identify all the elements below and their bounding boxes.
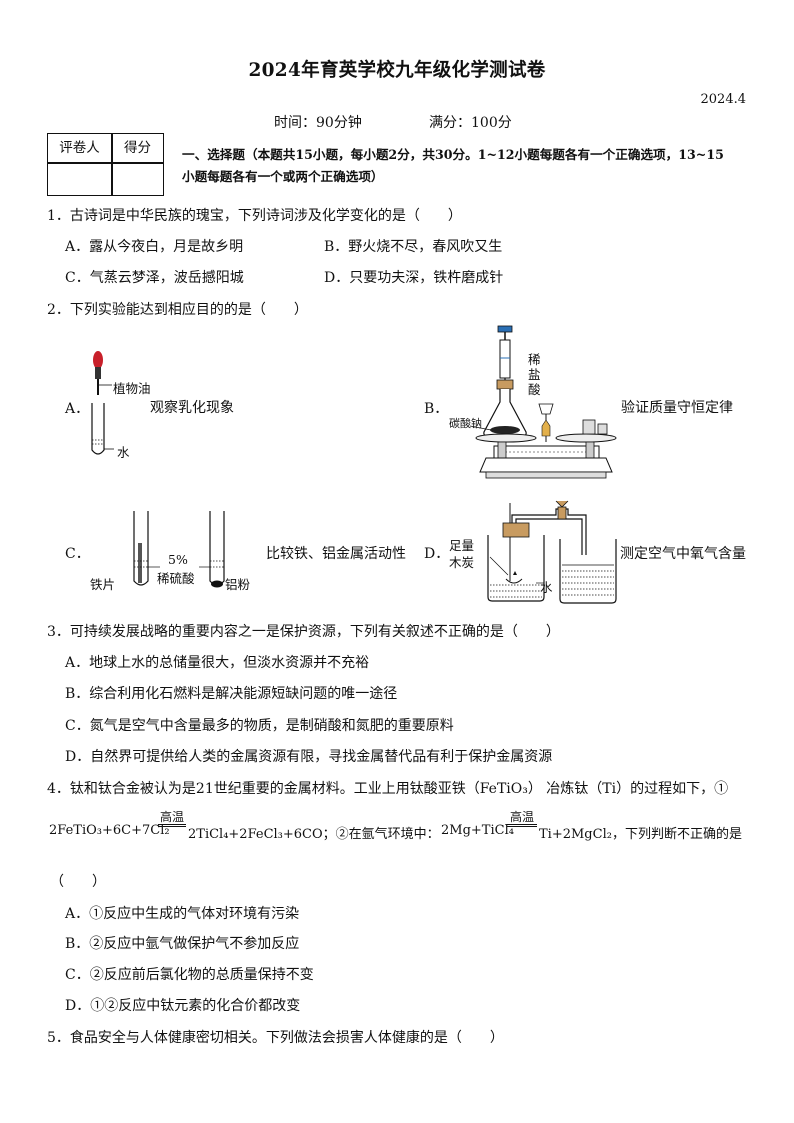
label-dilute-hcl: 稀 盐 酸: [528, 352, 541, 397]
section-heading-line1: 一、选择题（本题共15小题，每小题2分，共30分。1~12小题每题各有一个正确选…: [182, 147, 724, 162]
label-sufficient: 足量: [449, 538, 475, 553]
metal-activity-test-tubes-diagram: [133, 511, 225, 588]
exam-time: 时间：90分钟: [274, 115, 362, 131]
label-dilute-sulfuric-acid: 稀硫酸: [157, 571, 195, 586]
q4-answer-paren: （ ）: [50, 874, 106, 890]
q4-eq1-equals: [158, 824, 186, 827]
label-dilute-hcl-2: 盐: [528, 367, 541, 382]
q4-eq2-right: Ti+2MgCl₂，下列判断不正确的是: [539, 827, 742, 842]
q4-eq1-condition: 高温: [160, 810, 185, 824]
q1-option-d: D．只要功夫深，铁杵磨成针: [324, 270, 504, 286]
score-box-divider: [111, 134, 113, 195]
q1-option-c: C．气蒸云梦泽，波岳撼阳城: [65, 270, 244, 286]
label-charcoal: 木炭: [449, 555, 475, 570]
page-title: 2024年育英学校九年级化学测试卷: [248, 60, 546, 81]
exam-date: 2024.4: [700, 92, 747, 107]
score-box: 评卷人 得分: [47, 133, 164, 196]
q4-eq2-condition: 高温: [510, 810, 535, 824]
q4-eq1-right: 2TiCl₄+2FeCl₃+6CO；②在氩气环境中：: [188, 827, 440, 842]
q4-eq1-left: 2FeTiO₃+6C+7Cl₂: [49, 823, 170, 838]
q3-option-c: C．氮气是空气中含量最多的物质，是制硝酸和氮肥的重要原料: [65, 718, 454, 734]
q4-eq2-left: 2Mg+TiCl₄: [441, 823, 514, 838]
q4-option-c: C．②反应前后氯化物的总质量保持不变: [65, 967, 314, 983]
label-water-d: 水: [540, 580, 553, 595]
q2-option-c-label: C．: [65, 546, 90, 562]
q2-stem: 2．下列实验能达到相应目的的是（ ）: [47, 302, 308, 318]
q4-option-b: B．②反应中氩气做保护气不参加反应: [65, 936, 300, 952]
q1-option-a: A．露从今夜白，月是故乡明: [65, 239, 244, 255]
q3-option-a: A．地球上水的总储量很大，但淡水资源并不充裕: [65, 655, 370, 671]
q4-option-a: A．①反应中生成的气体对环境有污染: [65, 906, 300, 922]
q4-eq2-equals: [507, 824, 537, 827]
label-5-percent: 5%: [168, 552, 188, 567]
q4-option-d: D．①②反应中钛元素的化合价都改变: [65, 998, 301, 1014]
q2-option-d-label: D．: [424, 546, 450, 562]
label-dilute-hcl-1: 稀: [528, 352, 541, 367]
q2-option-a-label: A．: [65, 401, 90, 417]
section-heading: 一、选择题（本题共15小题，每小题2分，共30分。1~12小题每题各有一个正确选…: [182, 144, 752, 188]
q5-stem: 5．食品安全与人体健康密切相关。下列做法会损害人体健康的是（ ）: [47, 1030, 504, 1046]
q3-option-b: B．综合利用化石燃料是解决能源短缺问题的唯一途径: [65, 686, 398, 702]
q1-stem: 1．古诗词是中华民族的瑰宝，下列诗词涉及化学变化的是（ ）: [47, 208, 462, 224]
full-score: 满分：100分: [429, 115, 512, 131]
label-sodium-carbonate: 碳酸钠: [449, 417, 482, 430]
grader-label: 评卷人: [59, 140, 100, 156]
oxygen-content-apparatus-diagram: [487, 500, 617, 604]
score-label: 得分: [124, 140, 151, 156]
q3-stem: 3．可持续发展战略的重要内容之一是保护资源，下列有关叙述不正确的是（ ）: [47, 624, 560, 640]
label-iron-sheet: 铁片: [90, 577, 116, 592]
label-water-a: 水: [117, 445, 130, 460]
score-box-divider-h: [48, 162, 163, 164]
q1-option-b: B．野火烧不尽，春风吹又生: [324, 239, 503, 255]
q2-option-a-desc: 观察乳化现象: [150, 400, 234, 416]
label-dilute-hcl-3: 酸: [528, 382, 541, 397]
q3-option-d: D．自然界可提供给人类的金属资源有限，寻找金属替代品有利于保护金属资源: [65, 749, 553, 765]
label-aluminum-powder: 铝粉: [225, 577, 251, 592]
q2-option-b-label: B．: [424, 401, 449, 417]
q2-option-b-desc: 验证质量守恒定律: [621, 400, 733, 416]
q2-option-c-desc: 比较铁、铝金属活动性: [266, 546, 406, 562]
balance-scale-diagram: [469, 325, 617, 479]
label-vegetable-oil: 植物油: [113, 381, 151, 396]
section-heading-line2: 小题每题各有一个或两个正确选项）: [182, 169, 384, 184]
q2-option-d-desc: 测定空气中氧气含量: [620, 546, 746, 562]
q4-stem: 4．钛和钛合金被认为是21世纪重要的金属材料。工业上用钛酸亚铁（FeTiO₃） …: [47, 781, 729, 797]
emulsion-test-tube-diagram: [91, 351, 114, 455]
